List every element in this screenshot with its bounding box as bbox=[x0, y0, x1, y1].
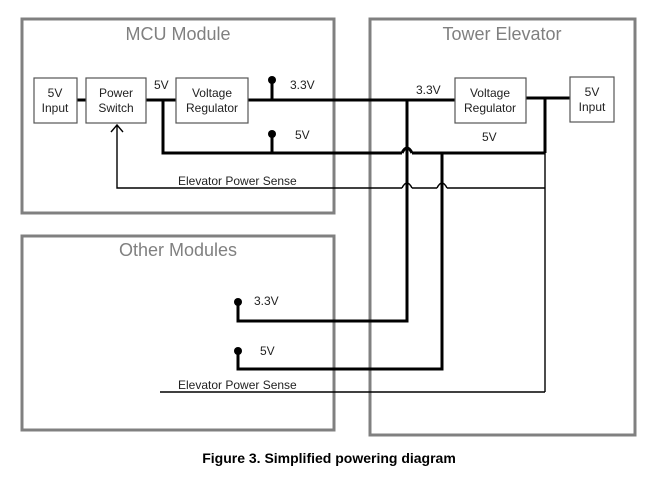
label-other-5v: 5V bbox=[260, 344, 275, 358]
mcu-5v-input-block bbox=[33, 77, 78, 124]
drop-3v3-other bbox=[236, 100, 409, 323]
tower-voltage-regulator-block bbox=[454, 77, 527, 124]
label-mcu-switch-5v: 5V bbox=[154, 78, 169, 92]
terminal-5v-other bbox=[234, 347, 242, 355]
terminal-5v-mcu bbox=[268, 130, 276, 138]
terminal-3v3-mcu bbox=[268, 76, 276, 84]
mcu-power-switch-line2: Switch bbox=[98, 101, 133, 115]
tower-5v-input-line1: 5V bbox=[585, 85, 600, 99]
mcu-module-frame bbox=[20, 17, 336, 215]
rail-5v-left bbox=[161, 100, 402, 155]
tower-voltage-regulator-line1: Voltage bbox=[470, 86, 510, 100]
tower-voltage-regulator-line2: Regulator bbox=[464, 101, 516, 115]
label-mcu-5v: 5V bbox=[295, 128, 310, 142]
mcu-power-switch-block bbox=[85, 77, 147, 124]
mcu-power-switch-line1: Power bbox=[99, 86, 133, 100]
tower-5v-input-line2: Input bbox=[579, 100, 606, 114]
label-other-sense: Elevator Power Sense bbox=[178, 378, 297, 392]
figure-caption: Figure 3. Simplified powering diagram bbox=[202, 450, 456, 466]
label-tower-5v: 5V bbox=[482, 130, 497, 144]
terminal-3v3-other bbox=[234, 298, 242, 306]
label-mcu-sense: Elevator Power Sense bbox=[178, 174, 297, 188]
mcu-module-title: MCU Module bbox=[125, 24, 230, 44]
sense-arrow-icon bbox=[110, 123, 124, 133]
other-modules-title: Other Modules bbox=[119, 240, 237, 260]
mcu-voltage-regulator-line2: Regulator bbox=[186, 101, 238, 115]
sense-line-left bbox=[116, 126, 402, 189]
label-other-3v3: 3.3V bbox=[254, 294, 279, 308]
mcu-voltage-regulator-block bbox=[175, 77, 249, 124]
tower-elevator-title: Tower Elevator bbox=[442, 24, 561, 44]
mcu-5v-input-line2: Input bbox=[42, 101, 69, 115]
other-modules-frame bbox=[20, 234, 336, 432]
drop-5v-other bbox=[236, 153, 444, 371]
label-tower-3v3: 3.3V bbox=[416, 83, 441, 97]
tower-elevator-frame bbox=[368, 17, 637, 437]
mcu-5v-input-line1: 5V bbox=[48, 86, 63, 100]
mcu-voltage-regulator-line1: Voltage bbox=[192, 86, 232, 100]
label-mcu-3v3: 3.3V bbox=[290, 78, 315, 92]
tower-5v-input-block bbox=[569, 76, 615, 123]
